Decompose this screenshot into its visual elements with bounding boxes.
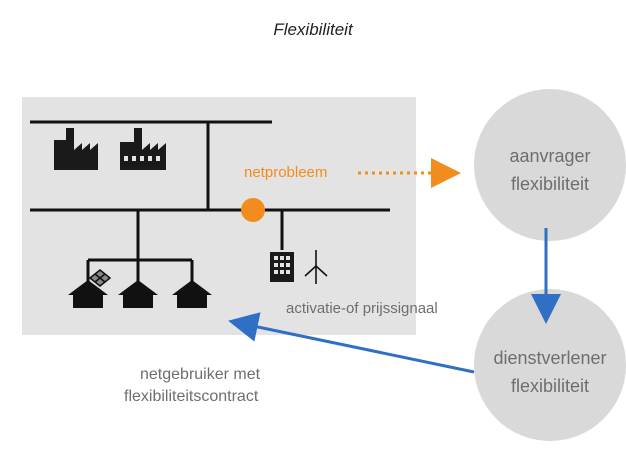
diagram-title: Flexibiliteit [273, 20, 353, 39]
provider-line1: dienstverlener [493, 348, 607, 368]
netprobleem-label: netprobleem [244, 164, 328, 181]
requester-line1: aanvrager [509, 146, 591, 166]
requester-circle [474, 89, 626, 241]
provider-line2: flexibiliteit [510, 376, 590, 396]
grid-network [30, 120, 390, 282]
activation-signal-arrow [228, 312, 475, 374]
house-icon [118, 280, 158, 308]
provider-circle [474, 289, 626, 441]
wind-turbine-icon [304, 250, 328, 284]
factory-icon [54, 128, 98, 170]
requester-label: aanvrager flexibiliteit [474, 142, 626, 198]
factory-icon [120, 128, 166, 170]
signal-label: activatie-of prijssignaal [286, 300, 438, 317]
provider-label: dienstverlener flexibiliteit [474, 344, 626, 400]
house-icon [68, 280, 108, 308]
apartment-building-icon [270, 252, 294, 282]
solar-panel-icon [88, 269, 112, 287]
user-label-line1: netgebruiker met [140, 366, 261, 383]
network-problem-node [241, 198, 265, 222]
requester-line2: flexibiliteit [510, 174, 590, 194]
house-icon [172, 280, 212, 308]
user-label-line2: flexibiliteitscontract [124, 388, 259, 405]
